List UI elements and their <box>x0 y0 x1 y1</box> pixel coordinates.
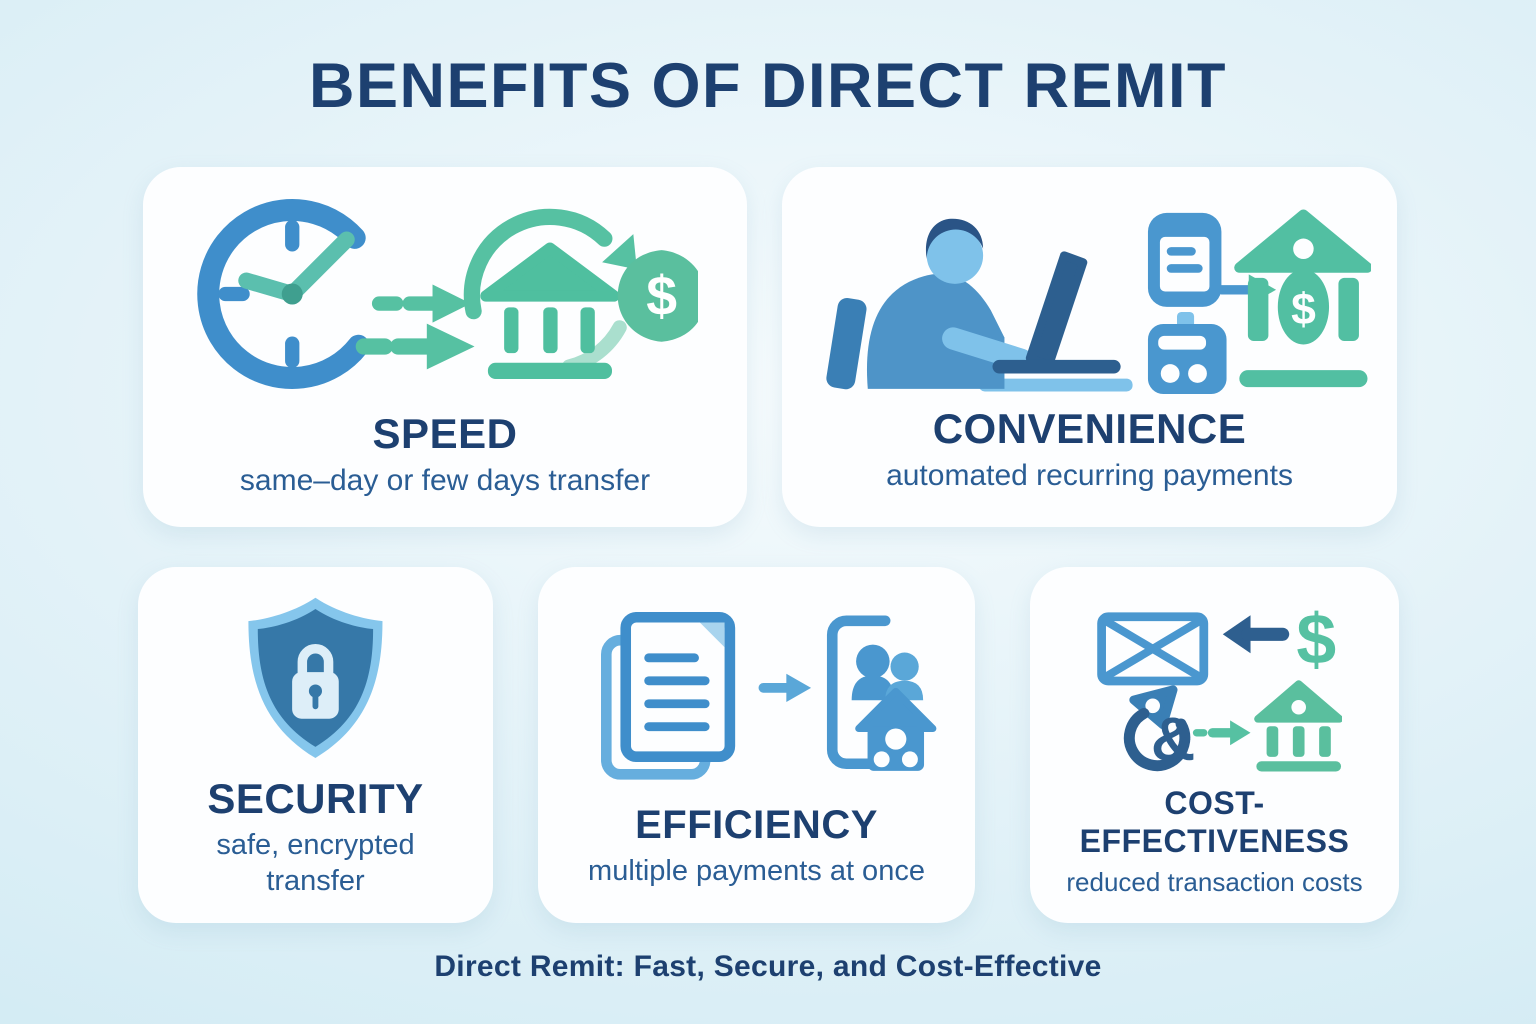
bank-dollar-icon: $ <box>1233 209 1372 388</box>
card-title: SPEED <box>372 410 518 457</box>
person-typing-laptop-icon <box>825 218 1133 392</box>
dollar-glyph: $ <box>1291 285 1316 334</box>
shield-lock-icon <box>248 597 383 759</box>
exchange-icon: & <box>1123 685 1195 772</box>
cost-illustration: $ & <box>1087 589 1343 772</box>
card-subtitle: reduced transaction costs <box>1066 867 1363 898</box>
speed-arrows-icon <box>355 284 475 370</box>
card-subtitle: safe, encrypted transfer <box>216 829 415 897</box>
card-title: EFFICIENCY <box>635 803 878 847</box>
ampersand-glyph: & <box>1151 704 1195 772</box>
arrow-left-icon <box>1222 615 1289 654</box>
card-convenience: $ CONVENIENCE automated recurring paymen… <box>782 167 1397 527</box>
bank-icon <box>480 242 620 379</box>
arrow-right-icon <box>1192 720 1251 746</box>
card-speed: $ SPEED same–day or few days transfer <box>143 167 747 527</box>
card-title: CONVENIENCE <box>932 405 1247 452</box>
page-title: BENEFITS OF DIRECT REMIT <box>309 51 1227 121</box>
dollar-badge-icon: $ <box>617 250 698 342</box>
card-title: SECURITY <box>207 774 424 822</box>
dollar-sign-icon: $ <box>1296 599 1336 679</box>
efficiency-illustration <box>571 589 942 792</box>
card-subtitle: automated recurring payments <box>886 459 1293 493</box>
card-security: SECURITY safe, encrypted transfer <box>138 567 493 923</box>
house-icon <box>855 687 937 771</box>
dollar-glyph: $ <box>1296 599 1336 679</box>
card-efficiency: EFFICIENCY multiple payments at once <box>538 567 975 923</box>
bank-icon <box>1253 680 1343 772</box>
convenience-illustration: $ <box>808 189 1372 394</box>
calculator-icon <box>1147 312 1227 394</box>
speed-illustration: $ <box>192 189 698 399</box>
documents-stack-icon <box>601 611 736 780</box>
recipients-screen-icon <box>827 615 937 771</box>
card-cost-effectiveness: $ & <box>1030 567 1399 923</box>
envelope-icon <box>1096 612 1208 686</box>
card-title: COST-EFFECTIVENESS <box>1079 784 1350 859</box>
card-subtitle: same–day or few days transfer <box>239 464 651 498</box>
security-illustration <box>228 589 403 764</box>
clock-icon <box>197 199 388 389</box>
dollar-glyph: $ <box>646 265 677 327</box>
card-subtitle: multiple payments at once <box>588 855 925 888</box>
tagline: Direct Remit: Fast, Secure, and Cost-Eff… <box>434 950 1102 983</box>
arrow-right-icon <box>758 673 812 702</box>
